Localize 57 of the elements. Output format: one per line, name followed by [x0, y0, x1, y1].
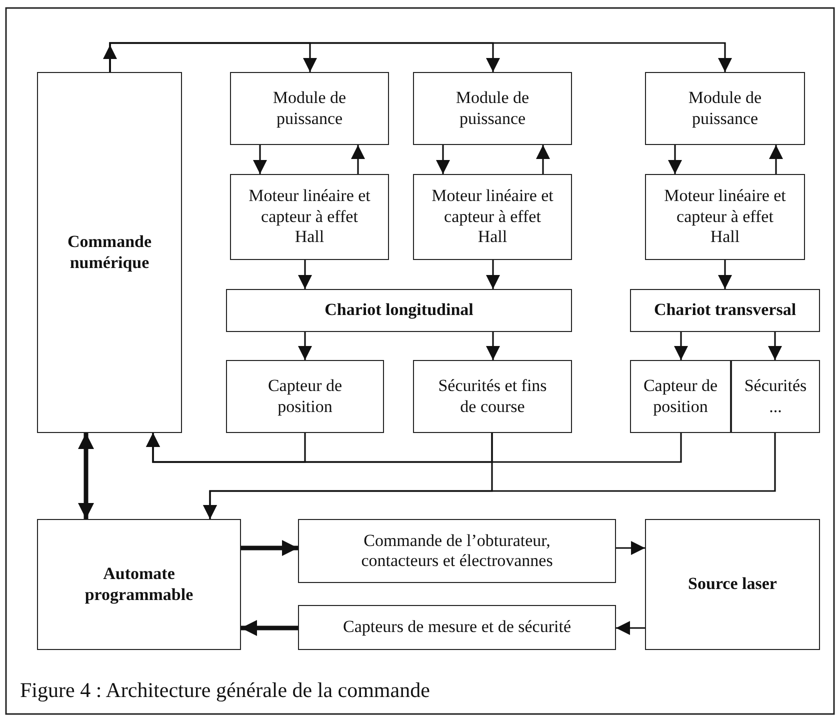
- arrow: [536, 145, 550, 174]
- process-box: [731, 360, 820, 433]
- arrow: [241, 620, 298, 636]
- process-box: [230, 174, 389, 260]
- box-label: Module de puissance: [272, 88, 348, 129]
- box-label: Capteur de position: [266, 376, 344, 417]
- arrow: [674, 332, 688, 360]
- arrow: [298, 260, 312, 289]
- box-label: Moteur linéaire et capteur à effet Hall: [430, 186, 554, 248]
- process-box: [630, 289, 820, 332]
- arrow: [769, 145, 783, 174]
- arrow: [616, 621, 645, 635]
- arrow: [351, 145, 365, 174]
- figure-caption: Figure 4 : Architecture générale de la commande: [20, 678, 430, 703]
- process-box: [37, 72, 182, 433]
- box-label: Module de puissance: [687, 88, 763, 129]
- arrow: [718, 260, 732, 289]
- process-box: [645, 519, 820, 650]
- box-label: Sécurités et fins de course: [437, 376, 548, 417]
- arrow: [241, 540, 298, 556]
- box-label: Commande de l’obturateur, contacteurs et électrovannes: [360, 530, 554, 572]
- box-label: Module de puissance: [454, 88, 530, 129]
- arrow: [109, 42, 732, 72]
- arrow: [768, 332, 782, 360]
- process-box: [413, 72, 572, 145]
- arrow: [436, 145, 450, 174]
- box-label: Automate programmable: [84, 564, 194, 605]
- box-label: Commande numérique: [66, 232, 153, 273]
- process-box: [37, 519, 241, 650]
- arrow: [616, 541, 645, 555]
- box-label: Source laser: [688, 574, 777, 595]
- arrow: [486, 332, 500, 360]
- process-box: [298, 605, 616, 650]
- process-box: [226, 289, 572, 332]
- box-label: Capteurs de mesure et de sécurité: [343, 617, 571, 638]
- arrow: [103, 45, 117, 72]
- arrow: [486, 260, 500, 289]
- box-label: Moteur linéaire et capteur à effet Hall: [663, 186, 787, 248]
- process-box: [413, 174, 572, 260]
- process-box: [298, 519, 616, 583]
- arrow: [203, 433, 776, 519]
- process-box: [645, 72, 805, 145]
- process-box: [226, 360, 384, 433]
- box-label: Capteur de position: [642, 376, 719, 417]
- process-box: [230, 72, 389, 145]
- arrow: [253, 145, 267, 174]
- box-label: Sécurités ...: [743, 376, 808, 417]
- arrow: [298, 332, 312, 360]
- arrow: [78, 433, 94, 519]
- process-box: [630, 360, 731, 433]
- arrow: [146, 433, 682, 463]
- arrow: [668, 145, 682, 174]
- box-label: Chariot longitudinal: [324, 300, 474, 321]
- process-box: [413, 360, 572, 433]
- process-box: [645, 174, 805, 260]
- box-label: Chariot transversal: [654, 300, 796, 321]
- box-label: Moteur linéaire et capteur à effet Hall: [248, 186, 372, 248]
